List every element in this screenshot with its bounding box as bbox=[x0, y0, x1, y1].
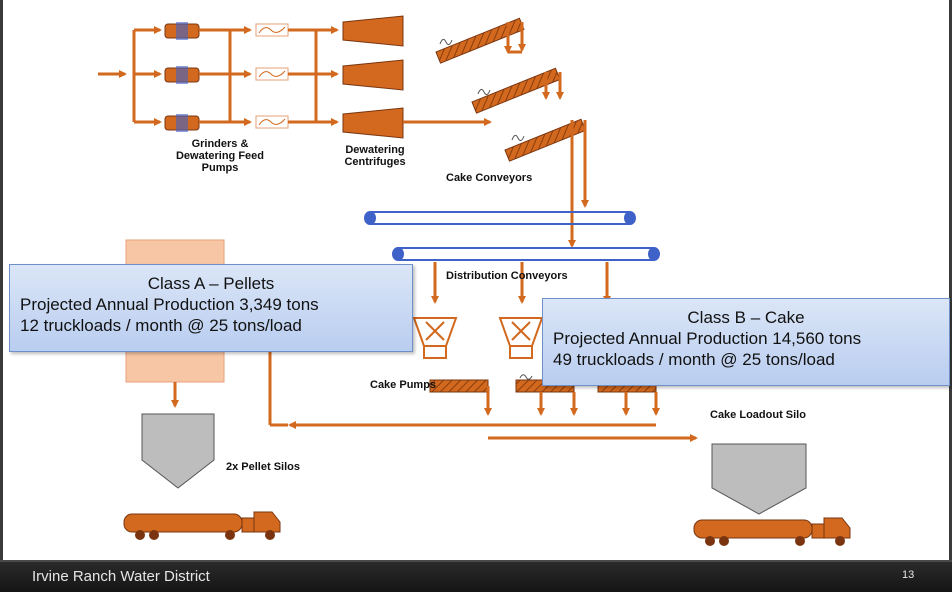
inlet-line bbox=[98, 26, 162, 126]
cake-hoppers bbox=[412, 317, 544, 359]
grinders-label-line3: Pumps bbox=[201, 162, 239, 174]
centrifuges-label: Dewatering Centrifuges bbox=[330, 144, 420, 168]
footer-divider bbox=[0, 560, 952, 562]
grinders-label-line2: Dewatering Feed bbox=[175, 150, 265, 162]
distribution-conveyors bbox=[364, 211, 660, 261]
class-a-title: Class A – Pellets bbox=[147, 274, 275, 293]
pellet-silos-label: 2x Pellet Silos bbox=[226, 461, 300, 473]
footer-organization: Irvine Ranch Water District bbox=[32, 568, 210, 585]
slide-frame-left bbox=[0, 0, 3, 560]
page-number: 13 bbox=[902, 569, 915, 581]
grinders-label: Grinders & Dewatering Feed Pumps bbox=[168, 138, 272, 174]
slide-footer: Irvine Ranch Water District 13 bbox=[0, 560, 952, 592]
grinders bbox=[164, 22, 200, 132]
grinders-label-line1: Grinders & bbox=[191, 138, 249, 150]
distribution-drop-links bbox=[431, 262, 611, 304]
class-a-trucks: 12 truckloads / month @ 25 tons/load bbox=[20, 316, 302, 335]
cake-loadout-silo bbox=[711, 443, 807, 515]
class-b-callout: Class B – Cake Projected Annual Producti… bbox=[542, 298, 950, 386]
grinder-pump-links bbox=[199, 26, 252, 126]
class-b-title: Class B – Cake bbox=[687, 308, 805, 327]
feed-pumps bbox=[255, 23, 289, 129]
class-b-trucks: 49 truckloads / month @ 25 tons/load bbox=[553, 350, 835, 369]
cake-truck bbox=[693, 517, 851, 546]
slide-frame-right bbox=[949, 0, 952, 560]
cake-loadout-silo-label: Cake Loadout Silo bbox=[710, 409, 806, 421]
distribution-conveyors-label: Distribution Conveyors bbox=[446, 270, 568, 282]
class-a-production: Projected Annual Production 3,349 tons bbox=[20, 295, 319, 314]
cake-pumps-label: Cake Pumps bbox=[370, 379, 437, 391]
cake-conveyors-label: Cake Conveyors bbox=[446, 172, 533, 184]
pellet-truck bbox=[123, 511, 281, 540]
pump-centrifuge-links bbox=[288, 26, 339, 126]
centrifuges-label-line2: Centrifuges bbox=[344, 156, 406, 168]
centrifuges-label-line1: Dewatering bbox=[345, 144, 405, 156]
pellet-silo bbox=[141, 413, 215, 489]
class-a-callout: Class A – Pellets Projected Annual Produ… bbox=[9, 264, 413, 352]
centrifuges bbox=[342, 15, 404, 139]
cake-conveyors bbox=[435, 17, 587, 162]
class-b-production: Projected Annual Production 14,560 tons bbox=[553, 329, 862, 348]
